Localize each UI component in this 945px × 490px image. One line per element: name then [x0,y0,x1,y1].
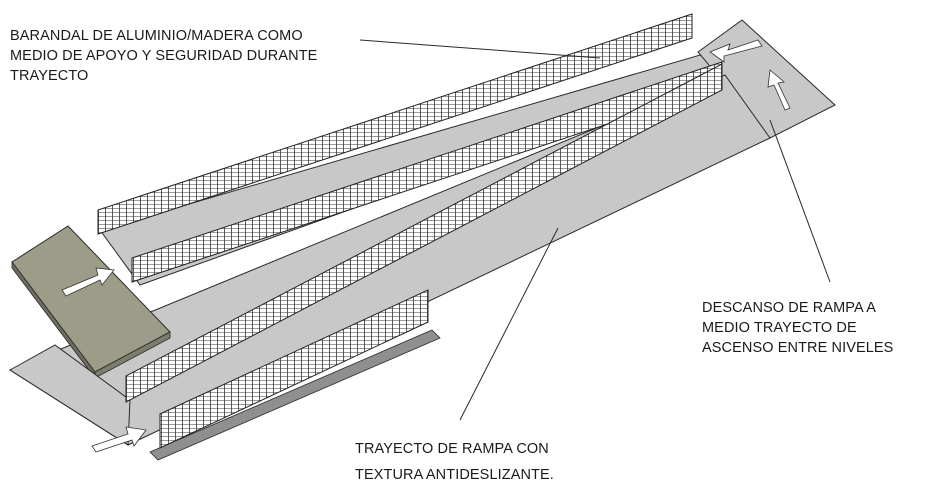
railing-middle-lower [125,63,723,403]
ramp-annotation-line-2: TEXTURA ANTIDESLIZANTE. [355,467,554,483]
edge-beam [149,329,441,461]
leader-line-landing [769,119,831,283]
leader-line-railing [359,39,601,59]
landing-annotation-line-3: ASCENSO ENTRE NIVELES [702,340,894,356]
landing-annotation-line-1: DESCANSO DE RAMPA A [702,300,877,316]
railing-annotation-line-2: MEDIO DE APOYO Y SEGURIDAD DURANTE [10,48,318,64]
leader-line-ramp [459,227,559,421]
railing-front-lower [159,289,429,449]
railing-back-upper [97,13,693,235]
arrow-up-landing-icon [767,69,791,111]
ramp-annotation-line-1: TRAYECTO DE RAMPA CON [355,441,549,457]
railing-annotation: BARANDAL DE ALUMINIO/MADERA COMO MEDIO D… [10,26,317,86]
railing-annotation-line-1: BARANDAL DE ALUMINIO/MADERA COMO [10,28,303,44]
arrow-right-upper-icon [61,267,115,297]
ramp-annotation: TRAYECTO DE RAMPA CON TEXTURA ANTIDESLIZ… [355,436,554,488]
arrow-right-lower-icon [91,426,147,453]
landing-annotation-line-2: MEDIO TRAYECTO DE [702,320,857,336]
railing-annotation-line-3: TRAYECTO [10,68,89,84]
arrow-left-landing-icon [709,39,763,63]
landing-annotation: DESCANSO DE RAMPA A MEDIO TRAYECTO DE AS… [702,298,893,358]
